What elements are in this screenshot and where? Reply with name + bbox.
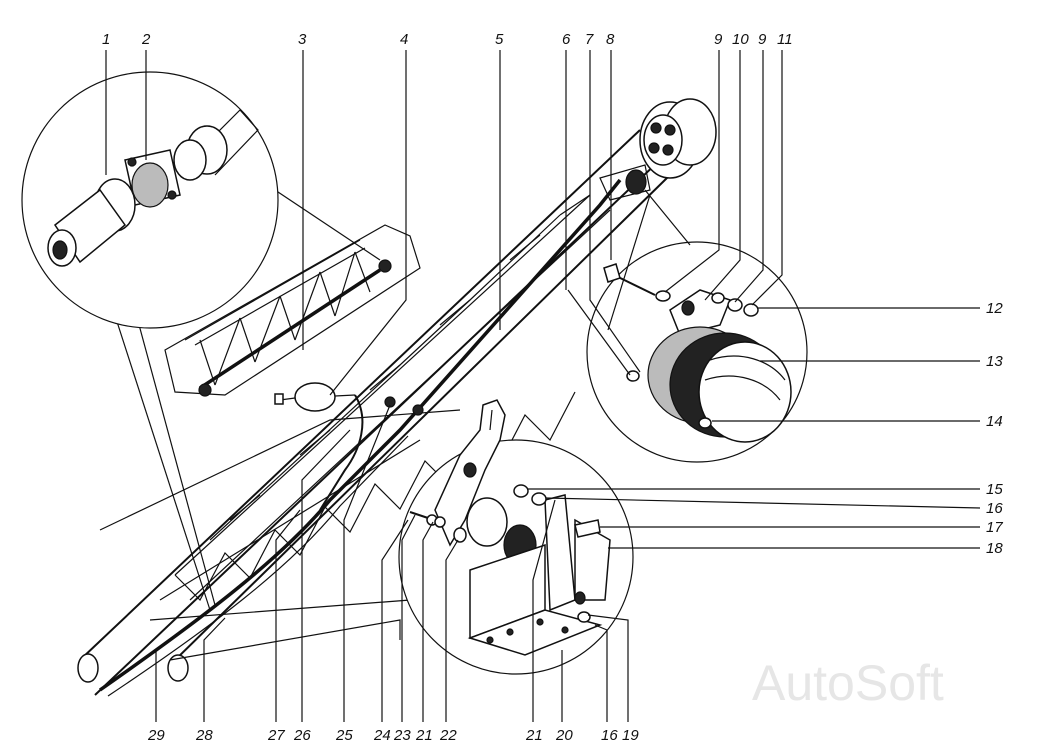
callout-bottom-5: 24 — [373, 727, 391, 744]
callout-bottom-4: 25 — [335, 727, 353, 744]
callout-bottom-3: 26 — [293, 727, 311, 744]
callout-bottom-12: 19 — [622, 727, 639, 744]
callout-top-2: 3 — [298, 31, 307, 48]
callouts-bottom: 29 28 27 26 25 24 23 21 22 21 20 16 19 — [147, 404, 639, 744]
callout-bottom-6: 23 — [393, 727, 411, 744]
callout-bottom-1: 28 — [195, 727, 213, 744]
callout-right-5: 17 — [986, 519, 1003, 536]
pressure-gauge — [274, 382, 424, 511]
main-boom — [77, 129, 671, 697]
callout-top-7: 8 — [606, 31, 615, 48]
callout-bottom-8: 22 — [439, 727, 457, 744]
callout-top-6: 7 — [585, 31, 594, 48]
callout-right-1: 13 — [986, 353, 1003, 370]
callout-top-5: 6 — [562, 31, 571, 48]
callout-bottom-9: 21 — [525, 727, 543, 744]
callout-top-10: 9 — [758, 31, 767, 48]
boom-tube-end — [167, 654, 189, 682]
callouts-top: 1 2 3 4 5 6 7 8 9 10 9 11 — [102, 31, 793, 396]
detail-bracket — [398, 399, 634, 675]
watermark: AutoSoft — [752, 655, 944, 711]
callout-top-4: 5 — [495, 31, 504, 48]
callout-bottom-7: 21 — [415, 727, 433, 744]
pulley — [599, 98, 717, 201]
callout-top-11: 11 — [777, 31, 793, 48]
callout-bottom-11: 16 — [601, 727, 618, 744]
callout-right-0: 12 — [986, 300, 1003, 317]
callout-right-2: 14 — [986, 413, 1003, 430]
callout-right-3: 15 — [986, 481, 1003, 498]
callouts-right: 12 13 14 15 16 17 18 — [528, 300, 1003, 557]
callout-right-6: 18 — [986, 540, 1003, 557]
callout-top-3: 4 — [400, 31, 408, 48]
callout-top-8: 9 — [714, 31, 723, 48]
callout-top-0: 1 — [102, 31, 110, 48]
detail-lattice-section — [109, 179, 421, 611]
boom-tube-end — [77, 653, 99, 683]
detail-connector — [21, 71, 279, 329]
callout-right-4: 16 — [986, 500, 1003, 517]
callout-top-9: 10 — [732, 31, 749, 48]
callout-bottom-10: 20 — [555, 727, 573, 744]
callout-bottom-2: 27 — [267, 727, 285, 744]
callout-bottom-0: 29 — [147, 727, 165, 744]
detail-headlamp — [567, 189, 808, 463]
callout-top-1: 2 — [141, 31, 151, 48]
